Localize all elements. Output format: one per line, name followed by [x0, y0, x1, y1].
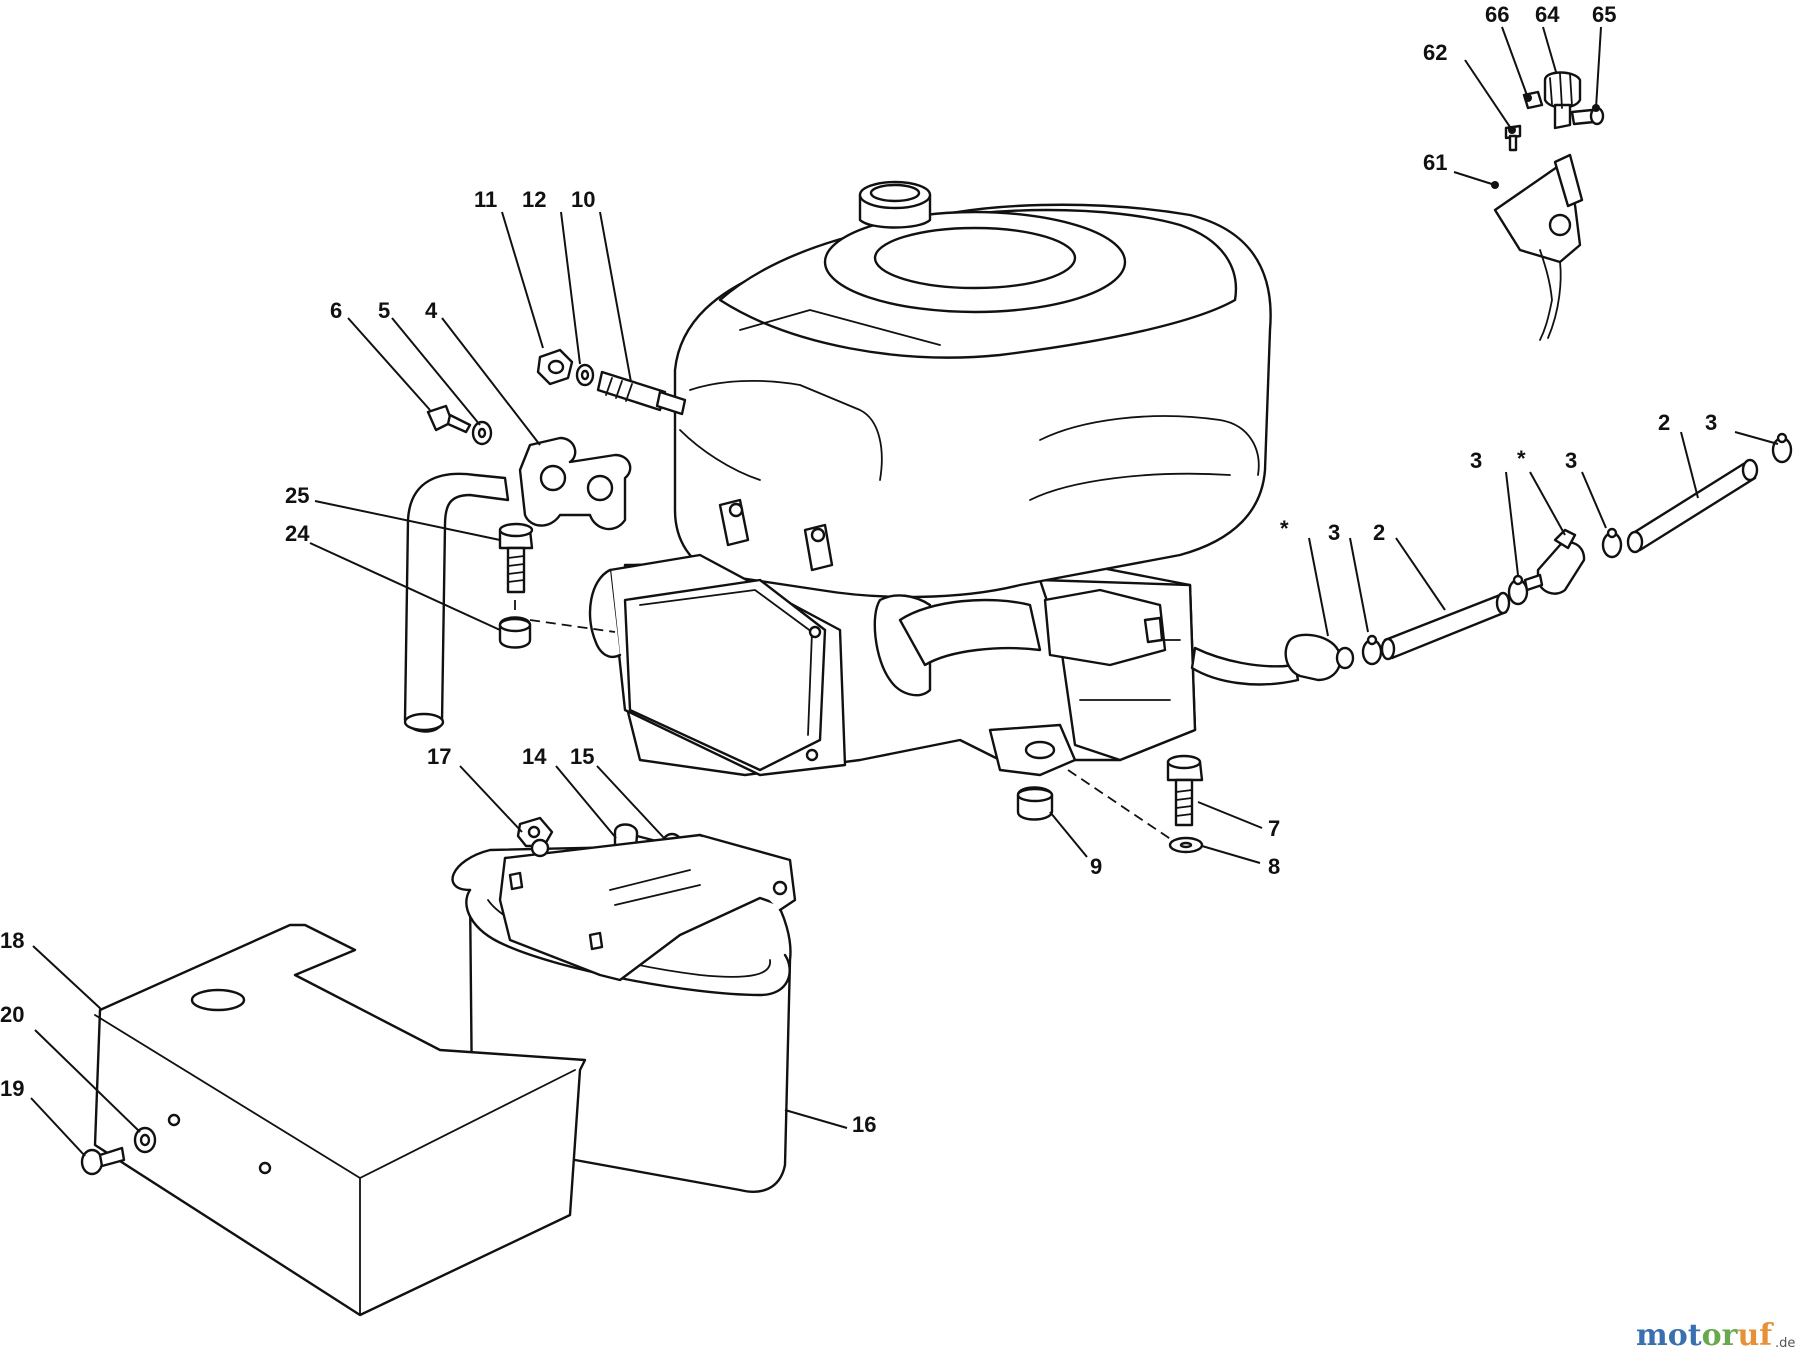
- label-65: 65: [1592, 2, 1616, 27]
- bolt-25: [498, 522, 534, 594]
- washer-5: [471, 420, 493, 446]
- watermark-logo: motoruf .de: [1636, 1318, 1795, 1353]
- label-64: 64: [1535, 2, 1560, 27]
- clamp-3-a: [1361, 634, 1383, 666]
- label-10: 10: [571, 187, 595, 212]
- label-4: 4: [425, 298, 438, 323]
- label-18: 18: [0, 928, 24, 953]
- dash-mount: [1067, 769, 1173, 841]
- exhaust-pipe: [403, 472, 510, 733]
- nut-11: [536, 348, 574, 386]
- clamp-3-d: [1771, 432, 1793, 464]
- clamp-3-c: [1601, 527, 1623, 559]
- label-3-right: 3: [1705, 410, 1717, 435]
- label-20: 20: [0, 1002, 24, 1027]
- nut-24: [498, 616, 532, 649]
- label-3-filter: 3: [1328, 520, 1340, 545]
- label-14: 14: [522, 744, 547, 769]
- fuel-tee: [1523, 528, 1586, 595]
- label-9: 9: [1090, 854, 1102, 879]
- label-5: 5: [378, 298, 390, 323]
- dash-24-engine: [529, 619, 616, 633]
- watermark-part2: or: [1702, 1318, 1739, 1353]
- cable-clamp-64: [1543, 71, 1582, 130]
- clamp-3-b: [1507, 574, 1529, 606]
- label-62: 62: [1423, 40, 1447, 65]
- washer-12: [575, 363, 595, 387]
- label-19: 19: [0, 1076, 24, 1101]
- label-24: 24: [285, 521, 310, 546]
- label-3-tee-right: 3: [1565, 448, 1577, 473]
- bolt-6: [426, 404, 472, 434]
- hose-2-a: [1380, 591, 1511, 661]
- label-3-tee-left: 3: [1470, 448, 1482, 473]
- watermark-part1: mot: [1636, 1318, 1702, 1353]
- hose-2-b: [1626, 458, 1759, 554]
- bolt-7: [1166, 754, 1204, 827]
- svg-text:motoruf: motoruf: [1636, 1318, 1774, 1353]
- throttle-bracket: [1493, 153, 1584, 341]
- callout-labels: 66 64 65 62 61 11 12 10 6 5 4 25 24 17 1…: [0, 2, 1717, 1137]
- label-66: 66: [1485, 2, 1509, 27]
- label-star-filter: *: [1280, 516, 1289, 541]
- watermark-part3: uf: [1737, 1318, 1774, 1353]
- label-17: 17: [427, 744, 451, 769]
- label-12: 12: [522, 187, 546, 212]
- exhaust-gasket: [518, 436, 632, 531]
- leader-lines: [30, 26, 1779, 1157]
- engine: [588, 180, 1300, 777]
- label-8: 8: [1268, 854, 1280, 879]
- label-2-right: 2: [1658, 410, 1670, 435]
- label-61: 61: [1423, 150, 1447, 175]
- stud-10: [596, 370, 687, 416]
- label-11: 11: [474, 187, 497, 212]
- label-6: 6: [330, 298, 342, 323]
- washer-8: [1168, 836, 1204, 854]
- label-15: 15: [570, 744, 594, 769]
- screw-19: [80, 1146, 126, 1176]
- fuel-filter: [1284, 633, 1355, 682]
- washer-20: [133, 1126, 157, 1154]
- label-2-hose: 2: [1373, 520, 1385, 545]
- screw-65: [1570, 106, 1605, 126]
- label-7: 7: [1268, 816, 1280, 841]
- label-star-tee: *: [1517, 446, 1526, 471]
- watermark-suffix: .de: [1775, 1336, 1795, 1351]
- label-16: 16: [852, 1112, 876, 1137]
- nut-9: [1016, 786, 1054, 821]
- cover-panel-18: [93, 923, 587, 1317]
- label-25: 25: [285, 483, 309, 508]
